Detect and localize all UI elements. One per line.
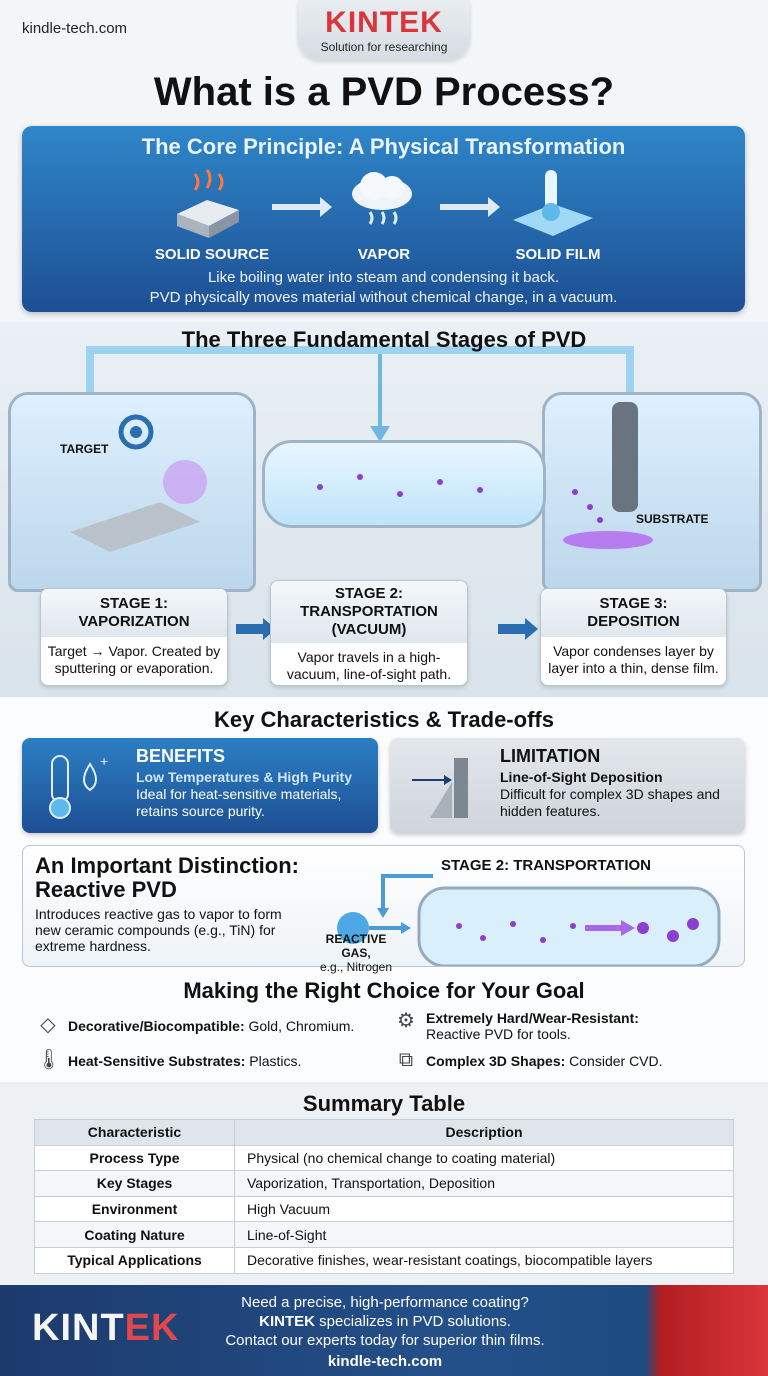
site-url[interactable]: kindle-tech.com [22, 20, 128, 37]
choice-text: Consider CVD. [565, 1053, 663, 1069]
line-of-sight-icon [412, 758, 468, 818]
step-vapor: VAPOR [357, 246, 411, 263]
target-label: TARGET [60, 442, 109, 456]
footer-line-3: Contact our experts today for superior t… [225, 1332, 545, 1349]
limitation-title: LIMITATION [500, 746, 601, 766]
3d-shape-icon: ⧉ [398, 1049, 414, 1071]
cell-characteristic: Environment [34, 1195, 235, 1223]
stage-1-card: STAGE 1: VAPORIZATION Target → Vapor. Cr… [40, 588, 228, 686]
stage-1-body: Target → Vapor. Created by sputtering or… [47, 643, 221, 676]
benefits-text: Ideal for heat-sensitive materials, reta… [136, 786, 342, 819]
footer-banner: KINTEK Need a precise, high-performance … [0, 1285, 768, 1376]
cloud-vapor-icon [352, 172, 412, 225]
choice-text: Reactive PVD for tools. [426, 1026, 571, 1042]
cell-characteristic: Process Type [34, 1144, 235, 1172]
cell-description: Line-of-Sight [234, 1221, 734, 1248]
core-caption-1: Like boiling water into steam and conden… [207, 269, 560, 286]
reactive-pvd-panel: An Important Distinction: Reactive PVD I… [22, 845, 745, 974]
reactive-text: Introduces reactive gas to vapor to form… [35, 906, 282, 954]
step-solid-film: SOLID FILM [515, 246, 601, 263]
stage-2-heading: STAGE 2: TRANSPORTATION (VACUUM) [271, 581, 467, 643]
step-solid-source: SOLID SOURCE [154, 246, 270, 263]
kintek-logo: KINTEK Solution for researching [298, 0, 470, 60]
particles [70, 402, 653, 552]
page-title: What is a PVD Process? [153, 70, 615, 114]
footer-url[interactable]: kindle-tech.com [327, 1353, 443, 1370]
stage-3-body: Vapor condenses layer by layer into a th… [548, 643, 719, 676]
cell-characteristic: Coating Nature [34, 1221, 235, 1248]
cell-description: Decorative finishes, wear-resistant coat… [234, 1246, 734, 1274]
benefits-title: BENEFITS [136, 746, 226, 766]
cell-description: High Vacuum [234, 1195, 734, 1223]
footer-logo-a: KINT [32, 1307, 125, 1349]
header-characteristic: Characteristic [34, 1119, 235, 1146]
stage-1-heading: STAGE 1: VAPORIZATION [41, 589, 227, 637]
stage-2-card: STAGE 2: TRANSPORTATION (VACUUM) Vapor t… [270, 580, 468, 686]
core-principle-panel: The Core Principle: A Physical Transform… [22, 126, 745, 312]
svg-text:+: + [100, 753, 108, 769]
benefits-subtitle: Low Temperatures & High Purity [136, 769, 352, 785]
diamond-icon: ◇ [40, 1014, 56, 1036]
pipe-illustration [86, 346, 634, 442]
gear-icon: ⚙ [397, 1010, 415, 1032]
cell-description: Physical (no chemical change to coating … [234, 1144, 734, 1172]
summary-title: Summary Table [302, 1091, 466, 1116]
characteristics-title: Key Characteristics & Trade-offs [214, 707, 554, 732]
stage-3-card: STAGE 3: DEPOSITION Vapor condenses laye… [540, 588, 727, 686]
stages-title: The Three Fundamental Stages of PVD [181, 327, 587, 352]
reactive-tube-illustration [337, 874, 721, 966]
choice-label: Decorative/Biocompatible: [68, 1018, 245, 1034]
choice-item: ⚙ Extremely Hard/Wear-Resistant: Reactive… [394, 1010, 726, 1042]
choice-text: Gold, Chromium. [244, 1018, 355, 1034]
choice-item: ⧉ Complex 3D Shapes: Consider CVD. [394, 1049, 663, 1073]
core-caption-2: PVD physically moves material without ch… [149, 289, 618, 306]
choice-label: Complex 3D Shapes: [426, 1053, 566, 1069]
heated-block-icon [177, 169, 239, 238]
footer-line-2-text: specializes in PVD solutions. [314, 1313, 511, 1330]
logo-brand: KINTEK [325, 6, 443, 39]
table-header-row: Characteristic Description [34, 1119, 734, 1146]
stage-2-body: Vapor travels in a high-vacuum, line-of-… [286, 649, 452, 682]
header-description: Description [234, 1119, 734, 1146]
limitation-card: LIMITATION Line-of-Sight Deposition Diff… [390, 738, 745, 833]
footer-logo: KINTEK [32, 1307, 179, 1350]
reactive-gas-label: REACTIVE GAS, [325, 932, 387, 960]
limitation-text: Difficult for complex 3D shapes and hidd… [500, 786, 720, 819]
logo-tagline: Solution for researching [320, 40, 448, 54]
choice-label: Extremely Hard/Wear-Resistant: [426, 1010, 639, 1026]
reactive-stage-label: STAGE 2: TRANSPORTATION [441, 857, 651, 874]
choice-item: 🌡 Heat-Sensitive Substrates: Plastics. [36, 1049, 301, 1073]
core-title: The Core Principle: A Physical Transform… [141, 134, 626, 159]
choice-label: Heat-Sensitive Substrates: [68, 1053, 246, 1069]
footer-line-1: Need a precise, high-performance coating… [241, 1294, 529, 1311]
reactive-title: An Important Distinction: Reactive PVD [35, 853, 299, 902]
choices-title: Making the Right Choice for Your Goal [183, 978, 585, 1003]
cell-characteristic: Key Stages [34, 1170, 235, 1197]
arrow-right-icon [236, 618, 276, 640]
cell-characteristic: Typical Applications [34, 1246, 235, 1274]
benefits-card: + BENEFITS Low Temperatures & High Purit… [22, 738, 378, 833]
thermometer-icon: 🌡 [36, 1049, 62, 1071]
footer-brand: KINTEK [259, 1313, 315, 1330]
reactive-gas-example: e.g., Nitrogen [319, 960, 393, 974]
arrow-right-icon [498, 618, 538, 640]
stage-3-heading: STAGE 3: DEPOSITION [541, 589, 726, 637]
transport-tube [262, 440, 546, 528]
substrate-label: SUBSTRATE [636, 512, 709, 526]
cell-description: Vaporization, Transportation, Deposition [234, 1170, 734, 1197]
footer-logo-b: EK [124, 1307, 180, 1349]
limitation-subtitle: Line-of-Sight Deposition [500, 769, 663, 785]
thermometer-film-icon [513, 170, 593, 236]
choice-item: ◇ Decorative/Biocompatible: Gold, Chromiu… [36, 1014, 354, 1038]
footer-line-2: KINTEK specializes in PVD solutions. [180, 1312, 590, 1331]
thermometer-droplet-icon: + [49, 753, 108, 819]
choice-text: Plastics. [245, 1053, 302, 1069]
